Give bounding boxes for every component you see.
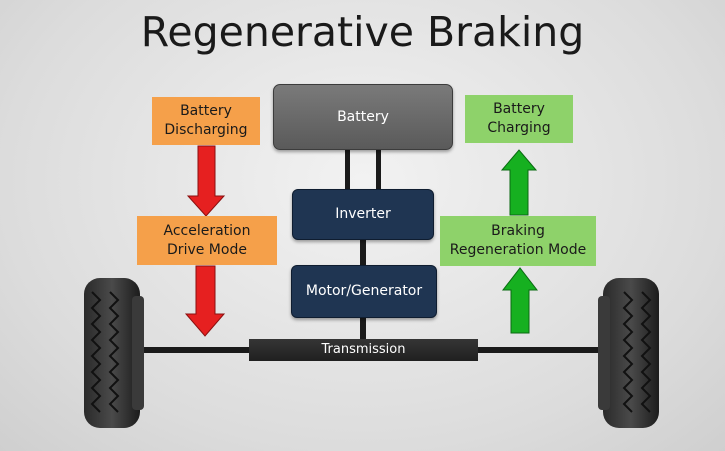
axle-right [478, 347, 603, 353]
discharge-arrow-icon [186, 145, 226, 217]
charge-arrow-icon [500, 149, 538, 216]
left-wheel-icon [84, 278, 144, 428]
battery-inverter-wire-left [345, 148, 350, 190]
right-wheel-icon [598, 278, 659, 428]
acceleration-drive-mode-label: Acceleration Drive Mode [137, 216, 277, 265]
transmission-block: Transmission [249, 339, 478, 361]
axle-left [140, 347, 250, 353]
braking-regeneration-mode-label: Braking Regeneration Mode [440, 216, 596, 266]
regen-arrow-icon [501, 267, 539, 334]
battery-block: Battery [273, 84, 453, 150]
inverter-motor-shaft [360, 238, 366, 266]
drive-arrow-icon [184, 265, 226, 337]
battery-discharging-label: Battery Discharging [152, 97, 260, 145]
motor-generator-block: Motor/Generator [291, 265, 437, 318]
diagram-title: Regenerative Braking [140, 8, 585, 56]
motor-transmission-shaft [360, 316, 366, 340]
battery-charging-label: Battery Charging [465, 95, 573, 143]
inverter-block: Inverter [292, 189, 434, 240]
battery-inverter-wire-right [376, 148, 381, 190]
